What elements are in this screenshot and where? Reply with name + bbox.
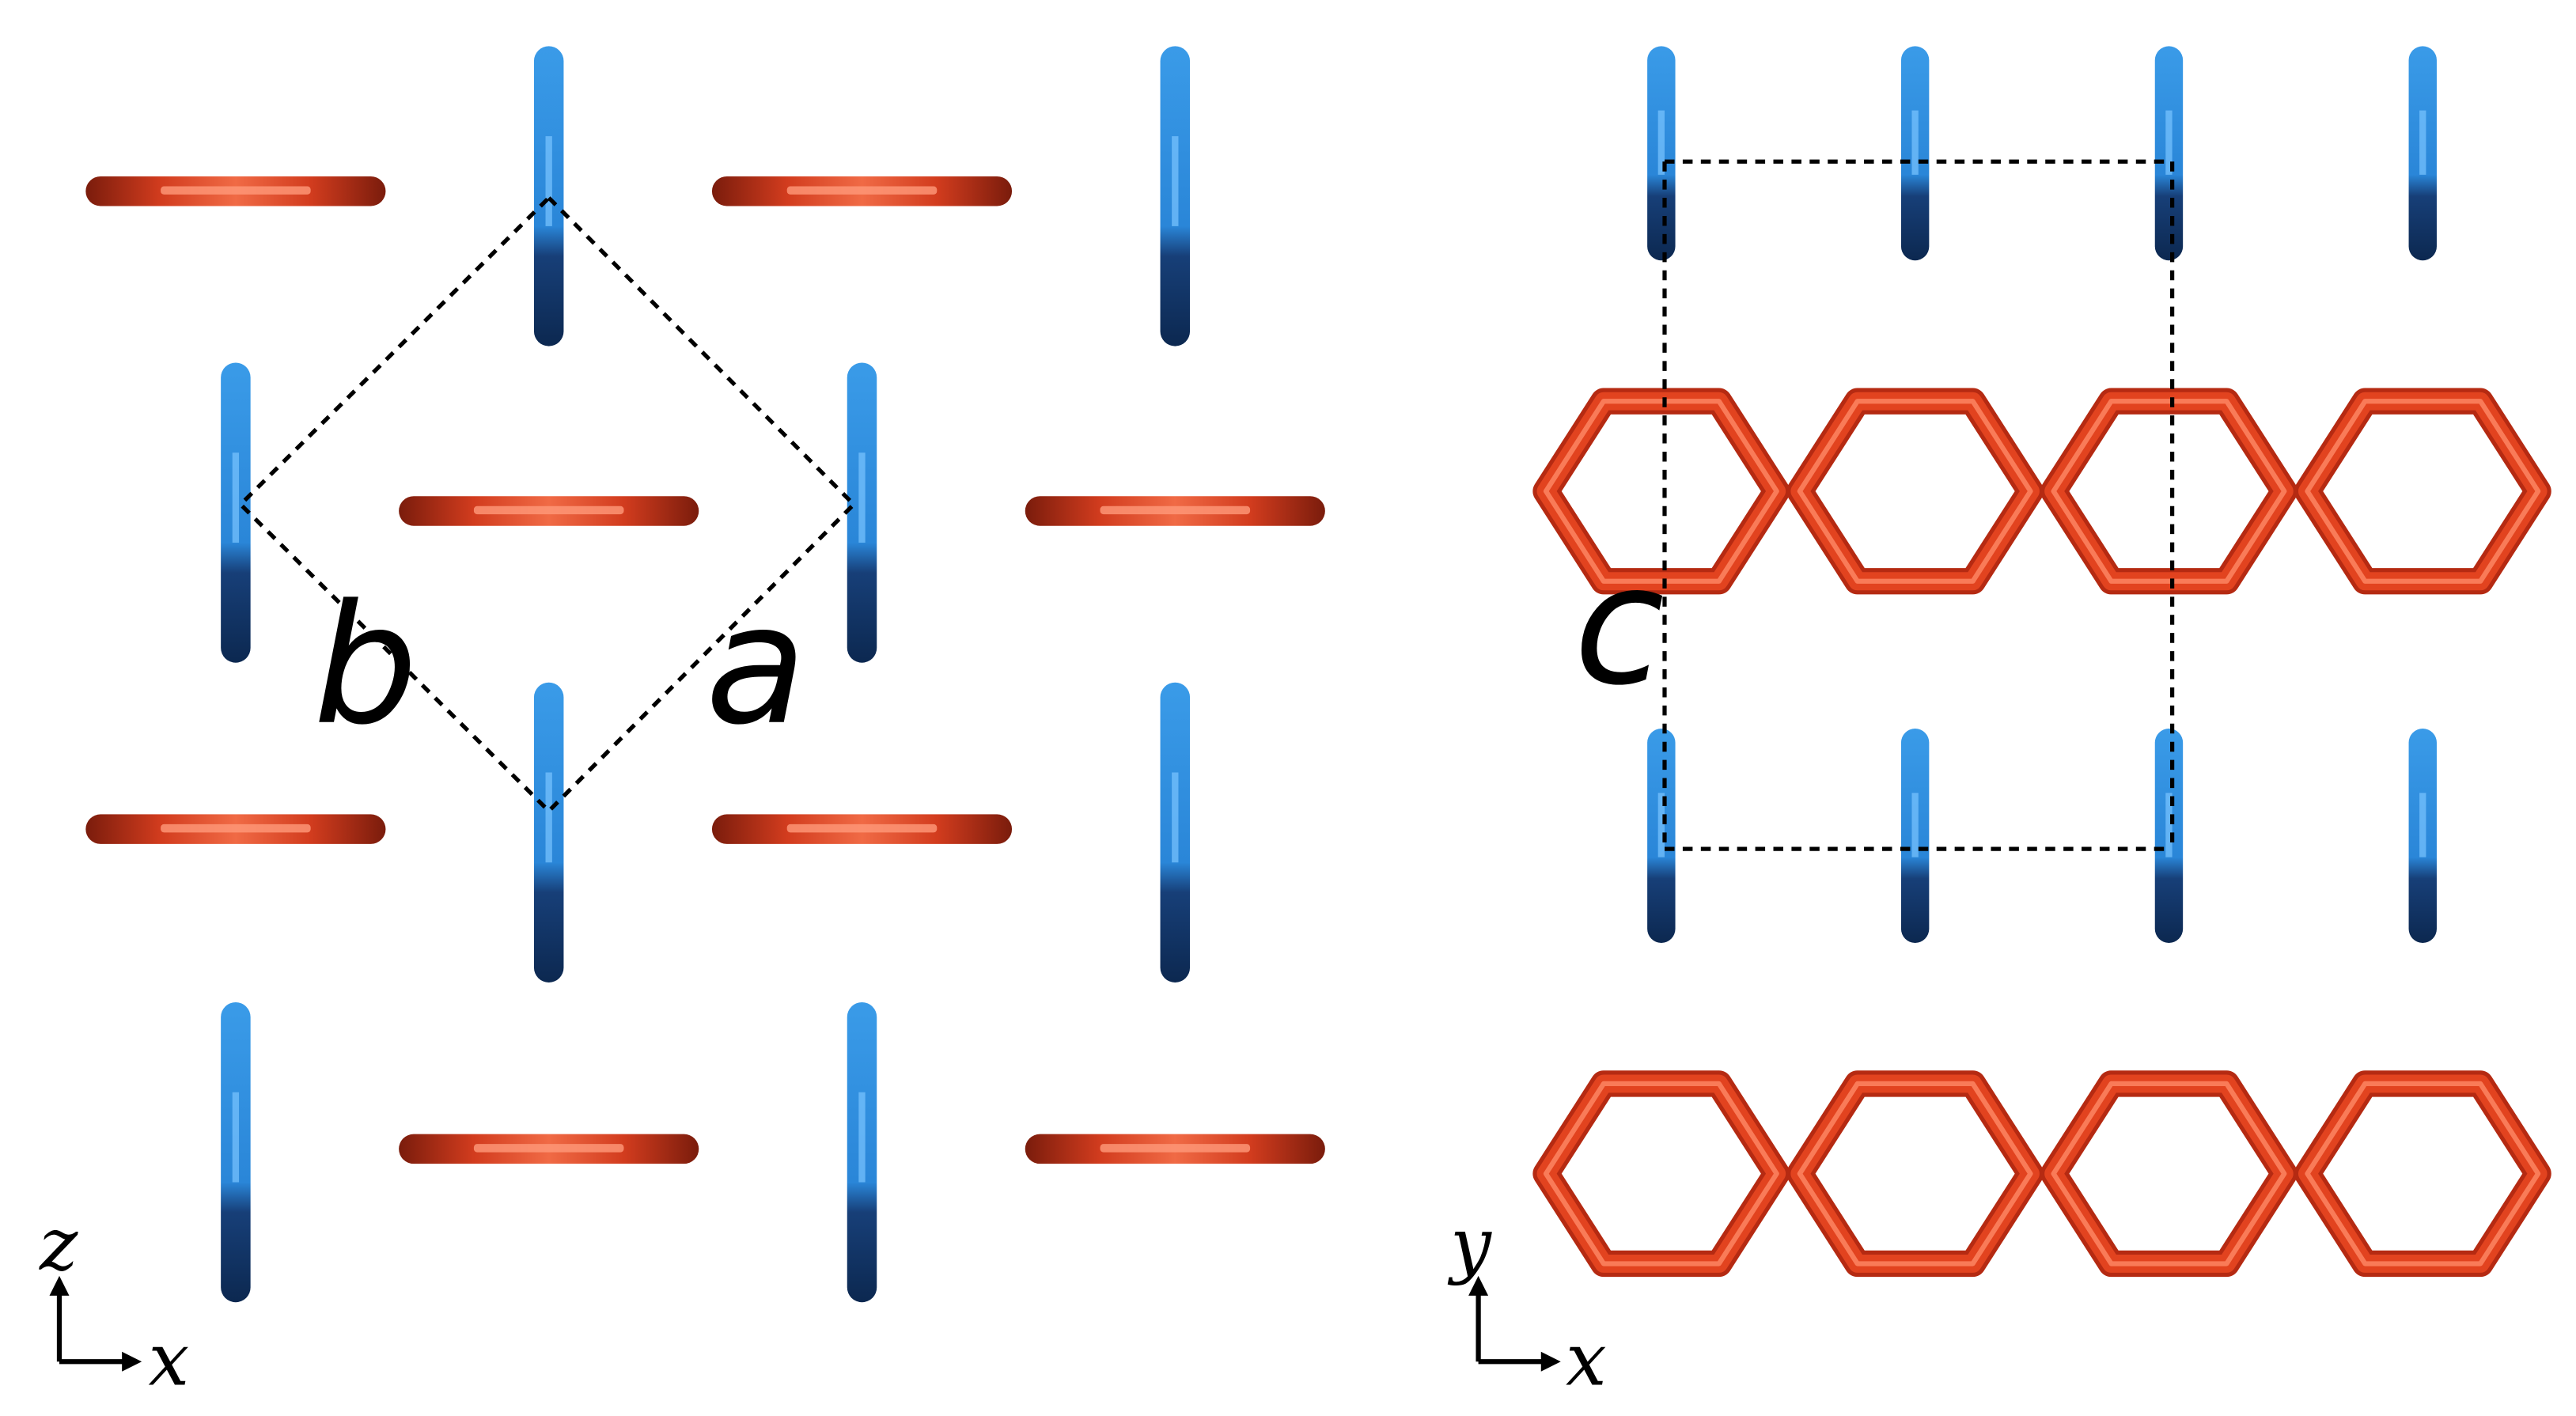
hexagon-ring-molecule [1786, 388, 2044, 595]
blue-edge-on-molecules [1647, 46, 2437, 943]
red-rod-molecule [711, 814, 1013, 844]
blue-rod-molecule [2408, 729, 2437, 943]
blue-rod-molecule [1900, 46, 1930, 261]
axis-label-x: x [148, 1317, 189, 1402]
hexagon-ring-molecule [2294, 388, 2551, 595]
hexagon-ring-molecule [2040, 1070, 2298, 1278]
blue-edge-on-molecules [221, 46, 1191, 1303]
right-panel: c y x [1447, 46, 2551, 1403]
blue-rod-molecule [847, 1001, 877, 1303]
red-rod-molecule [399, 1134, 699, 1164]
axis-label-z: z [39, 1202, 78, 1287]
blue-rod-molecule [533, 46, 564, 346]
cell-label-a: a [706, 570, 807, 762]
red-rod-molecule [85, 176, 386, 206]
red-rod-molecule [1025, 496, 1325, 526]
axis-label-y: y [1447, 1202, 1492, 1287]
axis-indicator-left: z x [39, 1202, 189, 1403]
hexagon-ring-molecule [2294, 1070, 2551, 1278]
blue-rod-molecule [1647, 46, 1676, 261]
red-rod-molecule [85, 814, 386, 844]
red-rod-molecule [711, 176, 1013, 206]
left-panel: b a z x [39, 46, 1325, 1402]
blue-rod-molecule [1647, 729, 1676, 943]
red-edge-on-molecules [85, 176, 1325, 1164]
red-rod-molecule [399, 496, 699, 526]
blue-rod-molecule [221, 1001, 251, 1303]
blue-rod-molecule [2408, 46, 2437, 261]
red-face-on-rings [1532, 388, 2551, 1278]
blue-rod-molecule [533, 682, 564, 982]
red-rod-molecule [1025, 1134, 1325, 1164]
blue-rod-molecule [2154, 46, 2184, 261]
cell-label-b: b [313, 570, 418, 762]
blue-rod-molecule [1160, 682, 1191, 982]
blue-rod-molecule [221, 362, 251, 663]
cell-label-c: c [1574, 531, 1665, 722]
blue-rod-molecule [1900, 729, 1930, 943]
hexagon-ring-molecule [1532, 1070, 1790, 1278]
blue-rod-molecule [2154, 729, 2184, 943]
hexagon-ring-molecule [1786, 1070, 2044, 1278]
unit-cell-rectangle [1662, 159, 2175, 851]
hexagon-ring-molecule [1532, 388, 1790, 595]
axis-indicator-right: y x [1447, 1202, 1607, 1403]
axis-label-x: x [1566, 1317, 1607, 1402]
blue-rod-molecule [1160, 46, 1191, 346]
hexagon-ring-molecule [2040, 388, 2298, 595]
blue-rod-molecule [847, 362, 877, 663]
